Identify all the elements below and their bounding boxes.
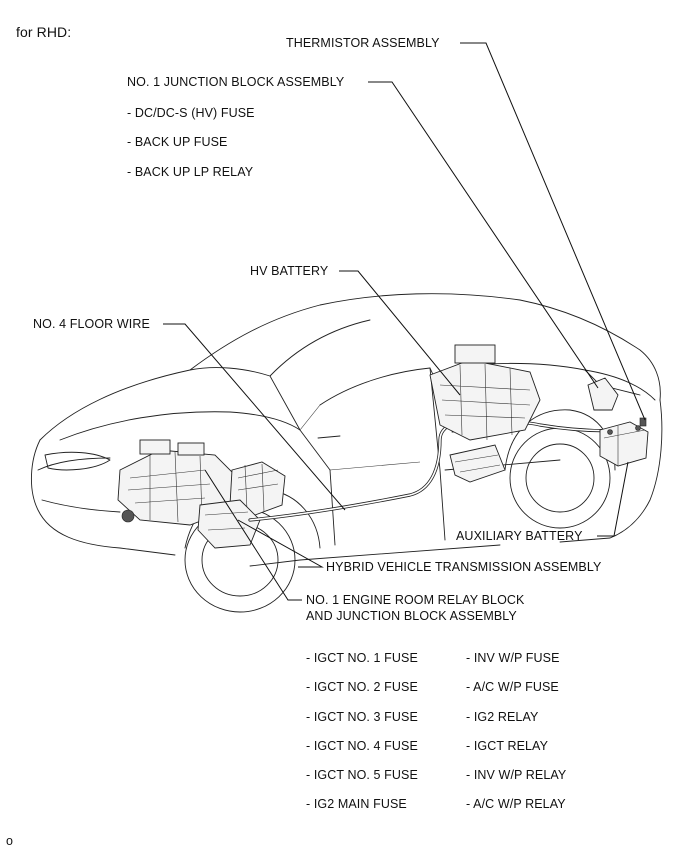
- engine-room-block-label-line1: NO. 1 ENGINE ROOM RELAY BLOCK: [306, 593, 525, 607]
- engine-room-item: - INV W/P RELAY: [466, 768, 567, 782]
- auxiliary-battery-label: AUXILIARY BATTERY: [456, 529, 583, 543]
- junction-block: [587, 377, 619, 411]
- hv-battery-label: HV BATTERY: [250, 264, 329, 278]
- hv-battery-assembly: [429, 344, 541, 483]
- engine-room-item: - IG2 RELAY: [466, 710, 539, 724]
- leader-lines: [163, 42, 646, 601]
- engine-room-item: - IGCT NO. 1 FUSE: [306, 651, 418, 665]
- engine-room-block-label-line2: AND JUNCTION BLOCK ASSEMBLY: [306, 609, 517, 623]
- thermistor-component: [639, 417, 647, 427]
- junction-block-item: - DC/DC-S (HV) FUSE: [127, 106, 255, 120]
- engine-assembly: [117, 439, 286, 549]
- floor-wire-label: NO. 4 FLOOR WIRE: [33, 317, 150, 331]
- junction-block-item: - BACK UP LP RELAY: [127, 165, 254, 179]
- engine-room-item: - IGCT NO. 2 FUSE: [306, 680, 418, 694]
- engine-room-item: - IGCT RELAY: [466, 739, 549, 753]
- thermistor-assembly-label: THERMISTOR ASSEMBLY: [286, 36, 440, 50]
- junction-block-item: - BACK UP FUSE: [127, 135, 228, 149]
- engine-room-item: - IGCT NO. 3 FUSE: [306, 710, 418, 724]
- engine-room-item: - IG2 MAIN FUSE: [306, 797, 407, 811]
- engine-room-item: - IGCT NO. 4 FUSE: [306, 739, 418, 753]
- junction-block-label: NO. 1 JUNCTION BLOCK ASSEMBLY: [127, 75, 345, 89]
- variant-label: for RHD:: [16, 24, 72, 40]
- transmission-label: HYBRID VEHICLE TRANSMISSION ASSEMBLY: [326, 560, 602, 574]
- engine-room-item: - A/C W/P FUSE: [466, 680, 559, 694]
- auxiliary-battery-component: [599, 421, 649, 467]
- figure-code: o: [6, 834, 14, 848]
- engine-room-item: - IGCT NO. 5 FUSE: [306, 768, 418, 782]
- engine-room-item: - INV W/P FUSE: [466, 651, 560, 665]
- engine-room-item: - A/C W/P RELAY: [466, 797, 566, 811]
- floor-wire-harness: [248, 418, 632, 522]
